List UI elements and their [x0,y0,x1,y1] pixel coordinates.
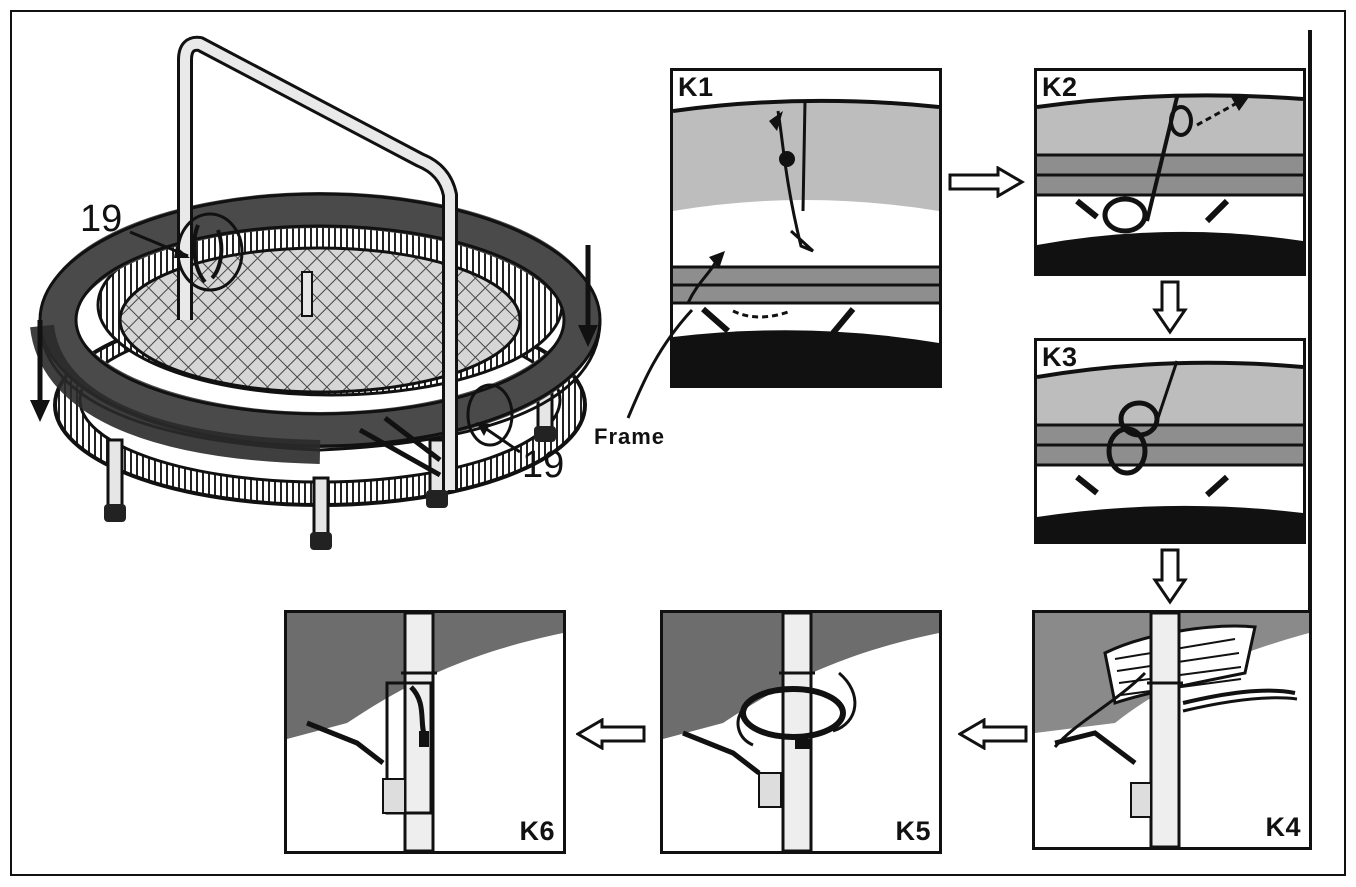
callout-number-left: 19 [80,198,123,240]
trampoline-illustration [30,35,602,550]
panel-label-k5: K5 [895,816,931,846]
panel-label-k1: K1 [678,72,714,102]
callout-number-right: 19 [522,444,565,486]
arrow-down-k2-k3 [1152,280,1188,335]
arrow-left-k5-k6 [576,718,646,750]
panel-k3: K3 [1034,338,1306,544]
panel-label-k3: K3 [1042,342,1078,372]
panel-label-k2: K2 [1042,72,1078,102]
frame-label: Frame [594,424,666,449]
panel-k5: K5 [660,610,942,854]
arrow-left-k4-k5 [958,718,1028,750]
panel-k4: K4 [1032,610,1312,850]
diagram-frame [10,10,1346,876]
panel-k1: K1 [670,68,942,388]
panel-label-k6: K6 [519,816,555,846]
arrow-down-k3-k4 [1152,548,1188,605]
frame-leader-line [626,308,694,419]
panel-k2: K2 [1034,68,1306,276]
panel-k6: K6 [284,610,566,854]
arrow-right-k1-k2 [948,166,1025,198]
panel-label-k4: K4 [1265,812,1301,842]
right-edge-line [1308,30,1312,615]
